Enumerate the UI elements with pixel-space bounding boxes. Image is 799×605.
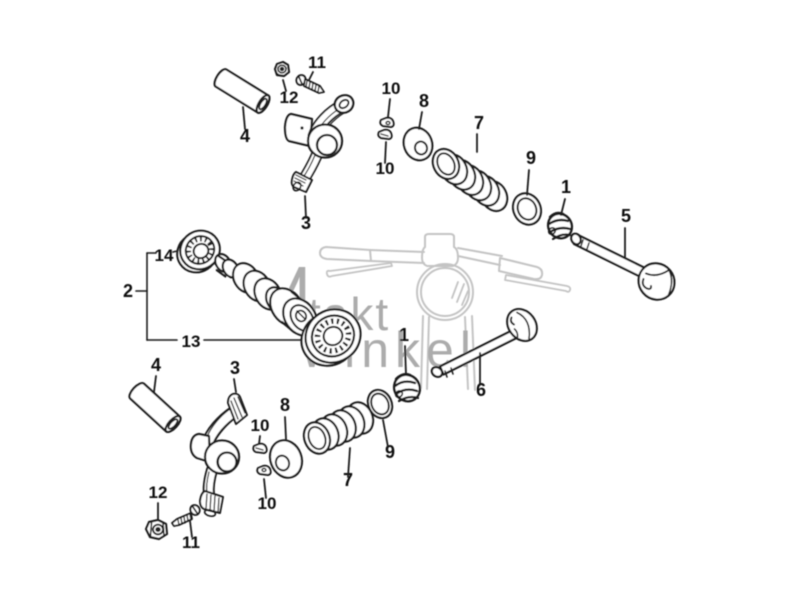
svg-text:4: 4 [151, 355, 161, 375]
svg-text:8: 8 [280, 395, 290, 415]
svg-text:3: 3 [301, 213, 311, 233]
svg-text:11: 11 [308, 53, 326, 72]
svg-text:12: 12 [149, 483, 168, 502]
svg-text:7: 7 [474, 113, 484, 133]
svg-text:12: 12 [280, 88, 299, 107]
svg-text:10: 10 [376, 159, 395, 178]
svg-text:10: 10 [258, 494, 277, 513]
svg-text:11: 11 [182, 533, 200, 552]
svg-text:8: 8 [419, 91, 429, 111]
svg-text:14: 14 [155, 246, 174, 265]
svg-text:6: 6 [476, 380, 486, 400]
svg-text:10: 10 [382, 79, 401, 98]
svg-text:9: 9 [385, 442, 395, 462]
svg-text:7: 7 [343, 470, 353, 490]
svg-text:13: 13 [182, 332, 201, 351]
svg-text:1: 1 [561, 177, 571, 197]
svg-text:9: 9 [526, 148, 536, 168]
svg-text:3: 3 [230, 358, 240, 378]
svg-text:5: 5 [621, 206, 631, 226]
svg-text:10: 10 [251, 416, 270, 435]
svg-text:1: 1 [399, 325, 409, 345]
svg-text:4: 4 [240, 126, 250, 146]
svg-text:2: 2 [123, 281, 133, 301]
